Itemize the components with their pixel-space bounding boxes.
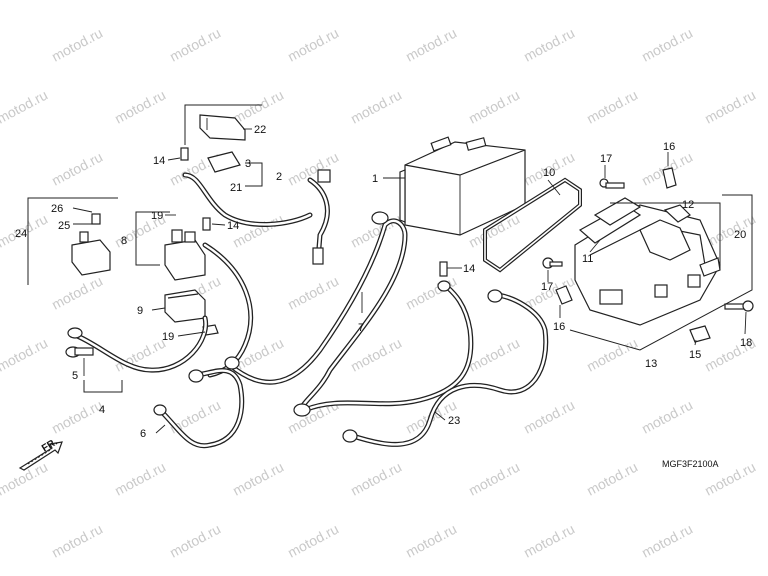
watermark-79: motod.ru <box>403 521 459 561</box>
callout-13: 13 <box>645 358 657 370</box>
watermark-8: motod.ru <box>0 0 50 3</box>
callout-numbers: 1 2 3 4 5 6 7 8 9 10 11 12 13 14 14 14 1… <box>15 124 752 440</box>
bolt-18 <box>724 300 754 312</box>
bolt-14-upper <box>180 147 189 161</box>
watermark-69: motod.ru <box>112 459 168 499</box>
watermark-71: motod.ru <box>348 459 404 499</box>
terminals <box>65 169 503 443</box>
callout-8: 8 <box>121 235 127 247</box>
watermark-13: motod.ru <box>584 0 640 3</box>
callout-11: 11 <box>582 253 593 265</box>
watermark-20: motod.ru <box>521 25 577 65</box>
callout-18: 18 <box>740 337 752 349</box>
bolt-14-right <box>439 261 448 277</box>
watermark-24: motod.ru <box>112 87 168 127</box>
watermark-80: motod.ru <box>521 521 577 561</box>
diagram-code: MGF3F2100A <box>662 459 719 469</box>
watermark-21: motod.ru <box>639 25 695 65</box>
watermark-23: motod.ru <box>0 87 50 127</box>
watermark-19: motod.ru <box>403 25 459 65</box>
watermark-53: motod.ru <box>0 335 50 375</box>
watermark-72: motod.ru <box>466 459 522 499</box>
relay-box-9 <box>164 289 206 323</box>
clip-16-lower <box>555 285 573 305</box>
bolt-14-mid <box>202 217 211 231</box>
callout-7: 7 <box>358 322 364 334</box>
callout-17-lower: 17 <box>541 281 553 293</box>
plate <box>578 197 642 244</box>
watermark-25: motod.ru <box>230 87 286 127</box>
watermark-28: motod.ru <box>584 87 640 127</box>
battery <box>399 136 526 236</box>
callout-12: 12 <box>682 199 694 211</box>
callout-14-mid: 14 <box>227 220 239 232</box>
callout-14-upper: 14 <box>153 155 165 167</box>
watermark-18: motod.ru <box>285 25 341 65</box>
callout-25: 25 <box>58 220 70 232</box>
watermark-12: motod.ru <box>466 0 522 3</box>
callout-6: 6 <box>140 428 146 440</box>
callout-19-lower: 19 <box>162 331 174 343</box>
watermark-73: motod.ru <box>584 459 640 499</box>
callout-23: 23 <box>448 415 460 427</box>
watermark-16: motod.ru <box>49 25 105 65</box>
callout-5: 5 <box>72 370 78 382</box>
leader-lines <box>72 128 747 434</box>
watermark-57: motod.ru <box>466 335 522 375</box>
callout-22: 22 <box>254 124 266 136</box>
watermark-27: motod.ru <box>466 87 522 127</box>
watermark-10: motod.ru <box>230 0 286 3</box>
bolt-17-upper <box>599 178 625 189</box>
callout-26: 26 <box>51 203 63 215</box>
battery-box <box>574 204 721 326</box>
callout-20: 20 <box>734 229 746 241</box>
relay-24 <box>71 213 111 276</box>
watermark-56: motod.ru <box>348 335 404 375</box>
fuse-holder-3 <box>207 151 241 173</box>
watermark-77: motod.ru <box>167 521 223 561</box>
group-brackets <box>27 104 753 393</box>
clip-16-upper <box>662 167 677 189</box>
bolt-17-lower <box>542 257 563 269</box>
callout-17-upper: 17 <box>600 153 612 165</box>
callout-16-upper: 16 <box>663 141 675 153</box>
watermark-66: motod.ru <box>639 397 695 437</box>
fuse-box-cover-22 <box>199 114 246 141</box>
watermark-29: motod.ru <box>702 87 758 127</box>
watermark-61: motod.ru <box>49 397 105 437</box>
callout-3: 3 <box>245 158 251 170</box>
watermark-9: motod.ru <box>112 0 168 3</box>
watermark-58: motod.ru <box>584 335 640 375</box>
watermark-65: motod.ru <box>521 397 577 437</box>
watermark-17: motod.ru <box>167 25 223 65</box>
callout-19-upper: 19 <box>151 210 163 222</box>
callout-4: 4 <box>99 404 105 416</box>
callout-2: 2 <box>276 171 282 183</box>
callout-24: 24 <box>15 228 27 240</box>
watermark-26: motod.ru <box>348 87 404 127</box>
cables <box>72 172 549 449</box>
watermark-62: motod.ru <box>167 397 223 437</box>
watermark-78: motod.ru <box>285 521 341 561</box>
watermark-14: motod.ru <box>702 0 758 3</box>
callout-16-lower: 16 <box>553 321 565 333</box>
callout-1: 1 <box>372 173 378 185</box>
callout-21: 21 <box>230 182 242 194</box>
watermark-11: motod.ru <box>348 0 404 3</box>
battery-pad <box>483 177 582 273</box>
callout-9: 9 <box>137 305 143 317</box>
watermark-70: motod.ru <box>230 459 286 499</box>
front-direction-arrow: FR. <box>18 436 63 471</box>
watermark-81: motod.ru <box>639 521 695 561</box>
starter-relay <box>164 229 206 281</box>
watermark-46: motod.ru <box>49 273 105 313</box>
watermark-31: motod.ru <box>49 149 105 189</box>
callout-10: 10 <box>543 167 555 179</box>
watermark-48: motod.ru <box>285 273 341 313</box>
watermark-76: motod.ru <box>49 521 105 561</box>
callout-15: 15 <box>689 349 701 361</box>
callout-14-right: 14 <box>463 263 475 275</box>
clip-15 <box>689 325 711 343</box>
